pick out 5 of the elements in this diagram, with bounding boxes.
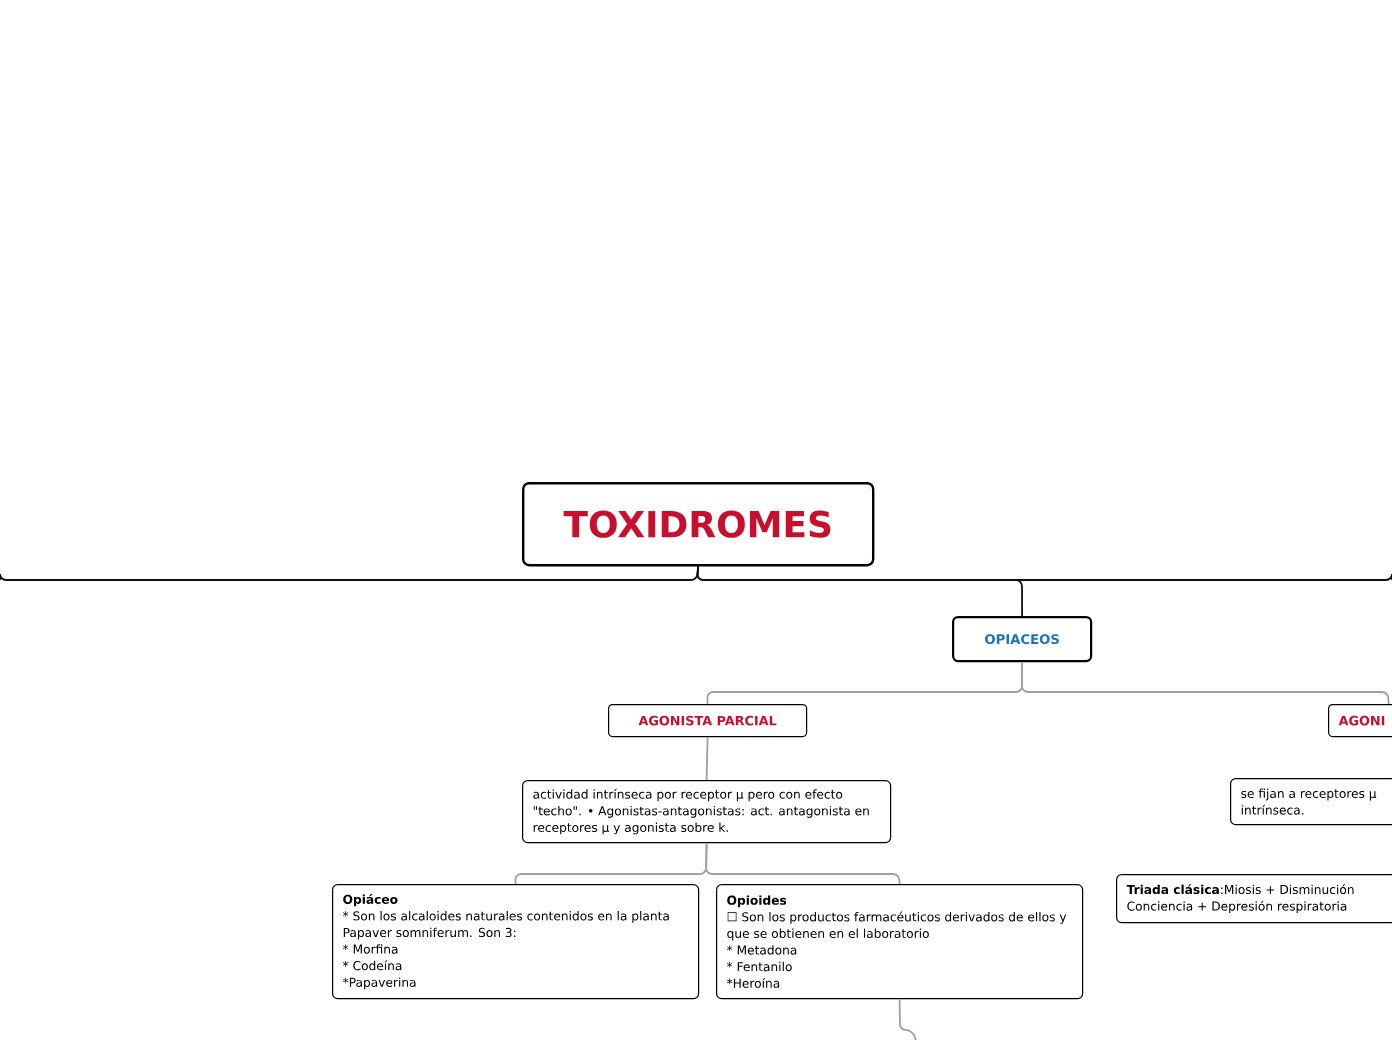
connector <box>705 842 901 885</box>
connector <box>696 565 1392 581</box>
connector <box>705 736 709 781</box>
title-box: TOXIDROMES <box>522 482 875 567</box>
connector <box>898 998 917 1040</box>
